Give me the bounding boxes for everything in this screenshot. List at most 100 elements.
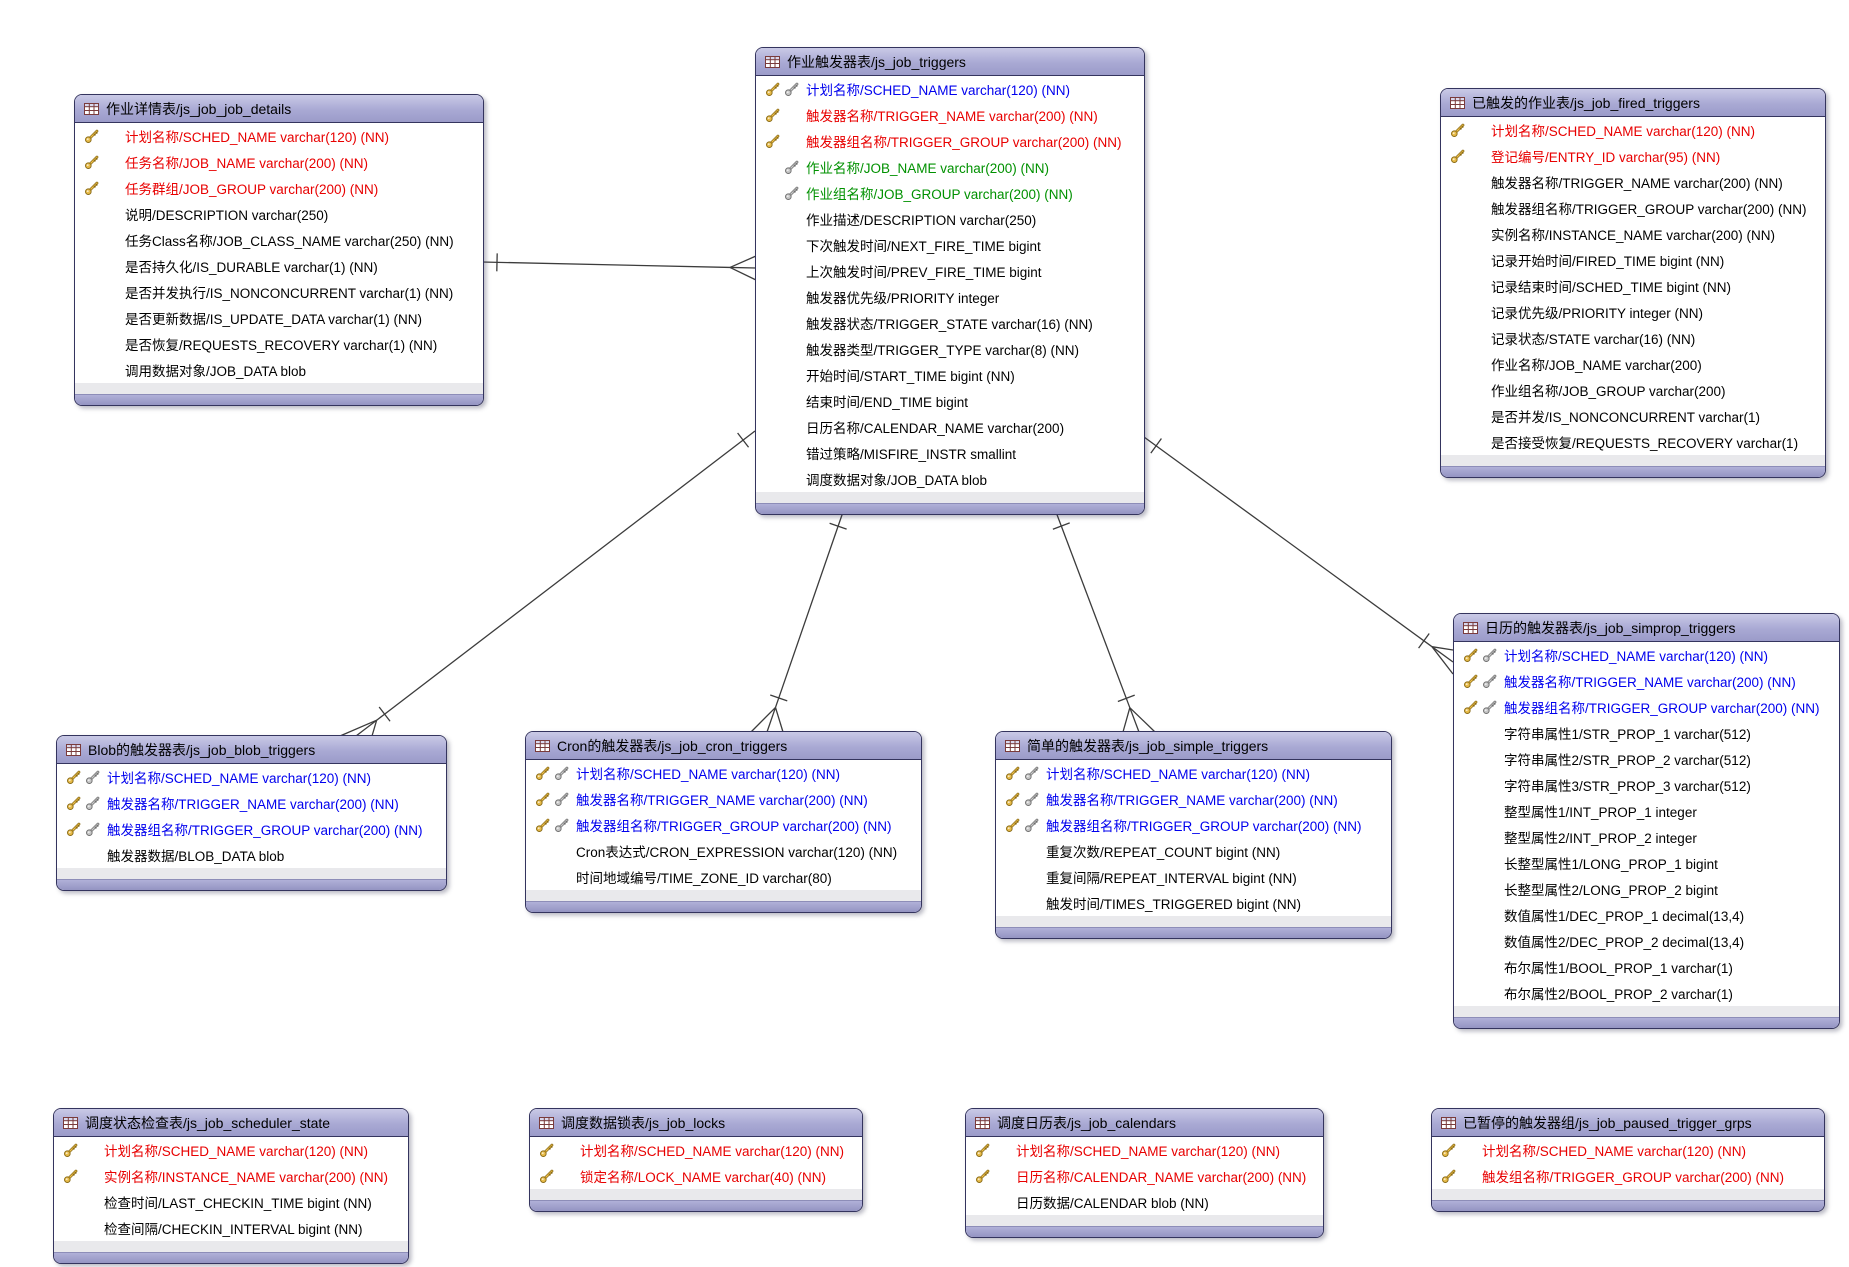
column-row[interactable]: 触发器组名称/TRIGGER_GROUP varchar(200) (NN) — [1454, 694, 1839, 720]
column-row[interactable]: 任务群组/JOB_GROUP varchar(200) (NN) — [75, 175, 483, 201]
table-header-js_job_cron_triggers[interactable]: Cron的触发器表/js_job_cron_triggers — [526, 732, 921, 760]
column-row[interactable]: 记录状态/STATE varchar(16) (NN) — [1441, 325, 1825, 351]
column-row[interactable]: 计划名称/SCHED_NAME varchar(120) (NN) — [966, 1137, 1323, 1163]
table-header-js_job_blob_triggers[interactable]: Blob的触发器表/js_job_blob_triggers — [57, 736, 446, 764]
column-row[interactable]: 触发器名称/TRIGGER_NAME varchar(200) (NN) — [756, 102, 1144, 128]
column-row[interactable]: 整型属性1/INT_PROP_1 integer — [1454, 798, 1839, 824]
column-row[interactable]: 计划名称/SCHED_NAME varchar(120) (NN) — [756, 76, 1144, 102]
column-row[interactable]: 触发器名称/TRIGGER_NAME varchar(200) (NN) — [1441, 169, 1825, 195]
column-row[interactable]: 实例名称/INSTANCE_NAME varchar(200) (NN) — [1441, 221, 1825, 247]
column-row[interactable]: 是否更新数据/IS_UPDATE_DATA varchar(1) (NN) — [75, 305, 483, 331]
column-row[interactable]: 字符串属性1/STR_PROP_1 varchar(512) — [1454, 720, 1839, 746]
column-row[interactable]: 是否持久化/IS_DURABLE varchar(1) (NN) — [75, 253, 483, 279]
column-row[interactable]: 任务Class名称/JOB_CLASS_NAME varchar(250) (N… — [75, 227, 483, 253]
column-row[interactable]: 计划名称/SCHED_NAME varchar(120) (NN) — [54, 1137, 408, 1163]
column-row[interactable]: 触发组名称/TRIGGER_GROUP varchar(200) (NN) — [1432, 1163, 1824, 1189]
column-row[interactable]: 下次触发时间/NEXT_FIRE_TIME bigint — [756, 232, 1144, 258]
column-row[interactable]: 作业名称/JOB_NAME varchar(200) (NN) — [756, 154, 1144, 180]
table-header-js_job_scheduler_state[interactable]: 调度状态检查表/js_job_scheduler_state — [54, 1109, 408, 1137]
column-row[interactable]: 作业组名称/JOB_GROUP varchar(200) (NN) — [756, 180, 1144, 206]
column-row[interactable]: 结束时间/END_TIME bigint — [756, 388, 1144, 414]
column-row[interactable]: 触发器组名称/TRIGGER_GROUP varchar(200) (NN) — [57, 816, 446, 842]
column-row[interactable]: 触发器类型/TRIGGER_TYPE varchar(8) (NN) — [756, 336, 1144, 362]
column-row[interactable]: 重复次数/REPEAT_COUNT bigint (NN) — [996, 838, 1391, 864]
relationship-line[interactable] — [481, 261, 731, 269]
column-row[interactable]: 记录结束时间/SCHED_TIME bigint (NN) — [1441, 273, 1825, 299]
column-row[interactable]: 作业名称/JOB_NAME varchar(200) — [1441, 351, 1825, 377]
column-row[interactable]: Cron表达式/CRON_EXPRESSION varchar(120) (NN… — [526, 838, 921, 864]
column-row[interactable]: 实例名称/INSTANCE_NAME varchar(200) (NN) — [54, 1163, 408, 1189]
column-row[interactable]: 字符串属性3/STR_PROP_3 varchar(512) — [1454, 772, 1839, 798]
table-header-js_job_paused_trigger_grps[interactable]: 已暂停的触发器组/js_job_paused_trigger_grps — [1432, 1109, 1824, 1137]
table-header-js_job_simple_triggers[interactable]: 简单的触发器表/js_job_simple_triggers — [996, 732, 1391, 760]
column-row[interactable]: 重复间隔/REPEAT_INTERVAL bigint (NN) — [996, 864, 1391, 890]
table-header-js_job_calendars[interactable]: 调度日历表/js_job_calendars — [966, 1109, 1323, 1137]
column-row[interactable]: 开始时间/START_TIME bigint (NN) — [756, 362, 1144, 388]
column-row[interactable]: 计划名称/SCHED_NAME varchar(120) (NN) — [75, 123, 483, 149]
column-row[interactable]: 计划名称/SCHED_NAME varchar(120) (NN) — [530, 1137, 862, 1163]
column-row[interactable]: 触发器名称/TRIGGER_NAME varchar(200) (NN) — [996, 786, 1391, 812]
relationship-line[interactable] — [1143, 436, 1433, 648]
column-row[interactable]: 长整型属性2/LONG_PROP_2 bigint — [1454, 876, 1839, 902]
column-row[interactable]: 计划名称/SCHED_NAME varchar(120) (NN) — [1441, 117, 1825, 143]
table-header-js_job_job_details[interactable]: 作业详情表/js_job_job_details — [75, 95, 483, 123]
column-row[interactable]: 记录优先级/PRIORITY integer (NN) — [1441, 299, 1825, 325]
column-row[interactable]: 记录开始时间/FIRED_TIME bigint (NN) — [1441, 247, 1825, 273]
column-row[interactable]: 整型属性2/INT_PROP_2 integer — [1454, 824, 1839, 850]
column-row[interactable]: 触发器名称/TRIGGER_NAME varchar(200) (NN) — [57, 790, 446, 816]
column-row[interactable]: 触发器组名称/TRIGGER_GROUP varchar(200) (NN) — [526, 812, 921, 838]
column-row[interactable]: 是否恢复/REQUESTS_RECOVERY varchar(1) (NN) — [75, 331, 483, 357]
column-row[interactable]: 作业组名称/JOB_GROUP varchar(200) — [1441, 377, 1825, 403]
column-row[interactable]: 触发时间/TIMES_TRIGGERED bigint (NN) — [996, 890, 1391, 916]
column-row[interactable]: 计划名称/SCHED_NAME varchar(120) (NN) — [1454, 642, 1839, 668]
column-row[interactable]: 触发器组名称/TRIGGER_GROUP varchar(200) (NN) — [756, 128, 1144, 154]
column-row[interactable]: 是否接受恢复/REQUESTS_RECOVERY varchar(1) — [1441, 429, 1825, 455]
column-row[interactable]: 触发器状态/TRIGGER_STATE varchar(16) (NN) — [756, 310, 1144, 336]
column-row[interactable]: 数值属性2/DEC_PROP_2 decimal(13,4) — [1454, 928, 1839, 954]
column-row[interactable]: 布尔属性2/BOOL_PROP_2 varchar(1) — [1454, 980, 1839, 1006]
column-row[interactable]: 作业描述/DESCRIPTION varchar(250) — [756, 206, 1144, 232]
column-row[interactable]: 字符串属性2/STR_PROP_2 varchar(512) — [1454, 746, 1839, 772]
relationship-line[interactable] — [376, 430, 756, 721]
column-row[interactable]: 日历名称/CALENDAR_NAME varchar(200) — [756, 414, 1144, 440]
table-header-js_job_simprop_triggers[interactable]: 日历的触发器表/js_job_simprop_triggers — [1454, 614, 1839, 642]
column-row[interactable]: 触发器数据/BLOB_DATA blob — [57, 842, 446, 868]
table-header-js_job_fired_triggers[interactable]: 已触发的作业表/js_job_fired_triggers — [1441, 89, 1825, 117]
column-row[interactable]: 触发器优先级/PRIORITY integer — [756, 284, 1144, 310]
column-row[interactable]: 触发器组名称/TRIGGER_GROUP varchar(200) (NN) — [996, 812, 1391, 838]
table-header-js_job_triggers[interactable]: 作业触发器表/js_job_triggers — [756, 48, 1144, 76]
column-row[interactable]: 说明/DESCRIPTION varchar(250) — [75, 201, 483, 227]
column-row[interactable]: 是否并发/IS_NONCONCURRENT varchar(1) — [1441, 403, 1825, 429]
column-row[interactable]: 触发器组名称/TRIGGER_GROUP varchar(200) (NN) — [1441, 195, 1825, 221]
column-row[interactable]: 日历数据/CALENDAR blob (NN) — [966, 1189, 1323, 1215]
column-row[interactable]: 长整型属性1/LONG_PROP_1 bigint — [1454, 850, 1839, 876]
relationship-line[interactable] — [774, 511, 844, 708]
column-row[interactable]: 触发器名称/TRIGGER_NAME varchar(200) (NN) — [1454, 668, 1839, 694]
column-row[interactable]: 计划名称/SCHED_NAME varchar(120) (NN) — [1432, 1137, 1824, 1163]
column-row[interactable]: 登记编号/ENTRY_ID varchar(95) (NN) — [1441, 143, 1825, 169]
column-row[interactable]: 触发器名称/TRIGGER_NAME varchar(200) (NN) — [526, 786, 921, 812]
column-row[interactable]: 布尔属性1/BOOL_PROP_1 varchar(1) — [1454, 954, 1839, 980]
relationship-line[interactable] — [1055, 511, 1131, 708]
column-row[interactable]: 时间地域编号/TIME_ZONE_ID varchar(80) — [526, 864, 921, 890]
column-row[interactable]: 检查时间/LAST_CHECKIN_TIME bigint (NN) — [54, 1189, 408, 1215]
column-row[interactable]: 错过策略/MISFIRE_INSTR smallint — [756, 440, 1144, 466]
column-row[interactable]: 检查间隔/CHECKIN_INTERVAL bigint (NN) — [54, 1215, 408, 1241]
column-row[interactable]: 锁定名称/LOCK_NAME varchar(40) (NN) — [530, 1163, 862, 1189]
column-row[interactable]: 计划名称/SCHED_NAME varchar(120) (NN) — [57, 764, 446, 790]
column-row[interactable]: 调度数据对象/JOB_DATA blob — [756, 466, 1144, 492]
column-row[interactable]: 是否并发执行/IS_NONCONCURRENT varchar(1) (NN) — [75, 279, 483, 305]
table-header-js_job_locks[interactable]: 调度数据锁表/js_job_locks — [530, 1109, 862, 1137]
column-row[interactable]: 数值属性1/DEC_PROP_1 decimal(13,4) — [1454, 902, 1839, 928]
column-row[interactable]: 调用数据对象/JOB_DATA blob — [75, 357, 483, 383]
